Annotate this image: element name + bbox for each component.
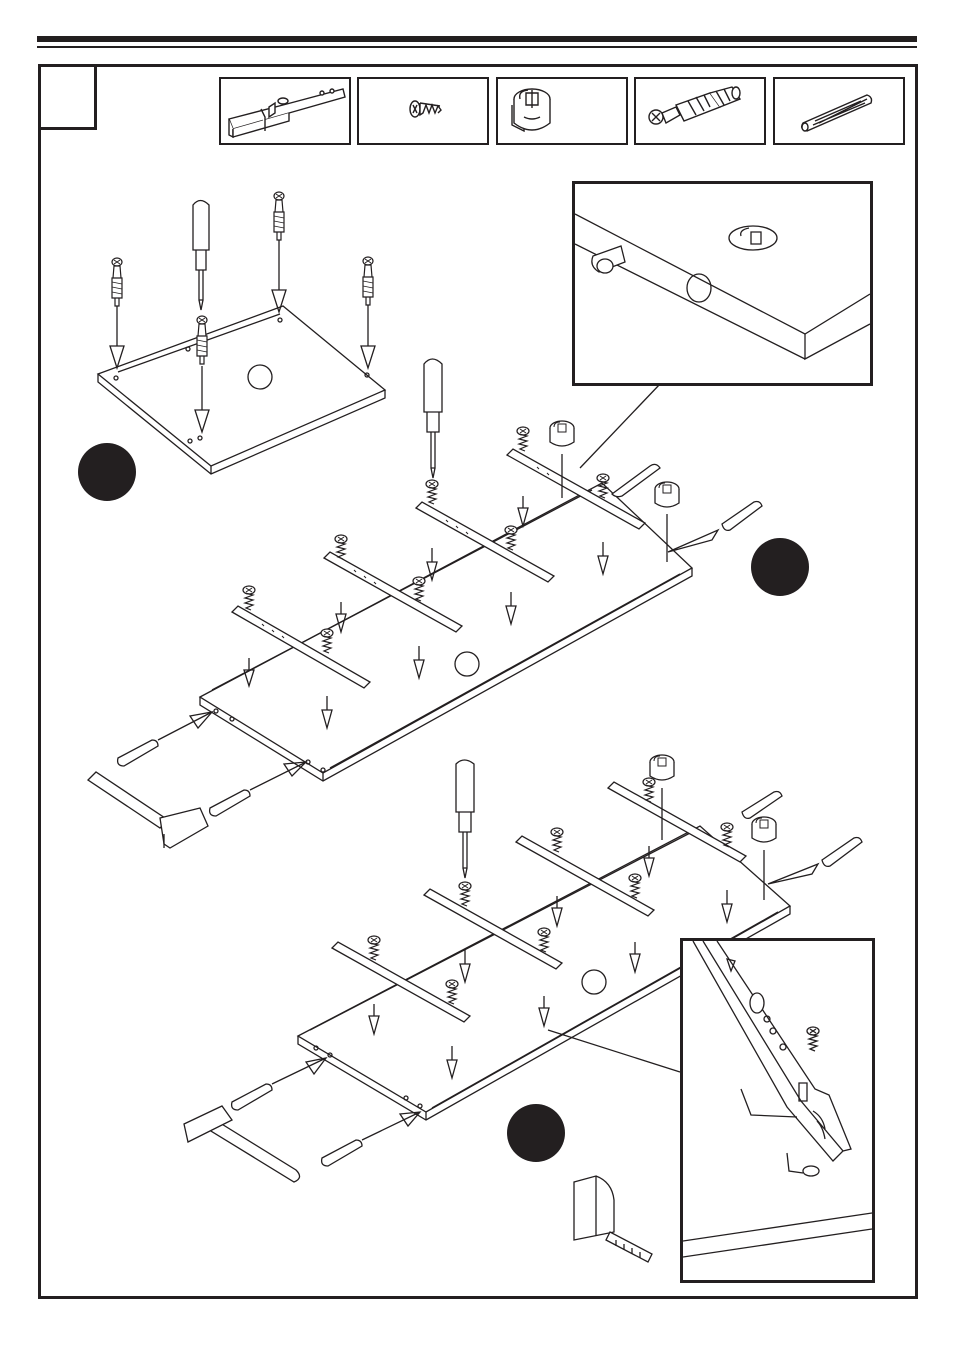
step-badge-2 <box>751 538 809 596</box>
tape-measure-icon <box>574 1176 652 1262</box>
detail-runner-zoom <box>680 938 875 1283</box>
step-badge-1 <box>78 443 136 501</box>
screwdriver-icon <box>193 201 209 311</box>
hammer-icon <box>88 772 208 848</box>
step-badge-3 <box>507 1104 565 1162</box>
top-panel <box>98 306 385 466</box>
detail-cam-lock-zoom <box>572 181 873 386</box>
